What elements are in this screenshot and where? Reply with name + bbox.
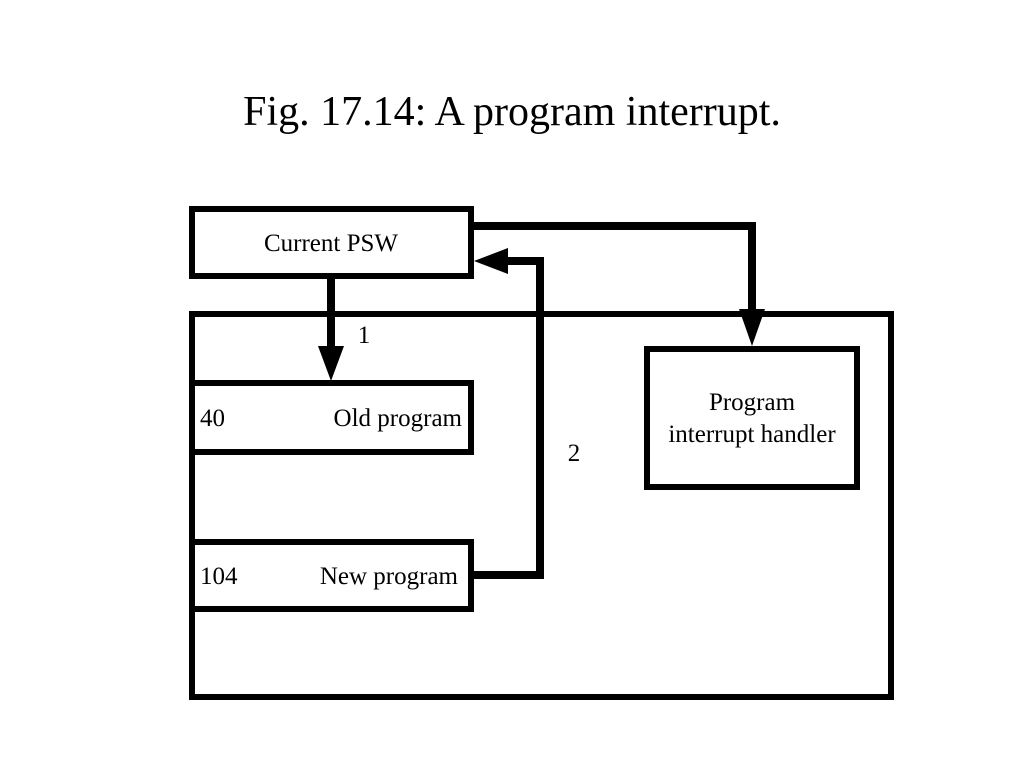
step-2-label: 2	[568, 440, 581, 467]
figure-title: Fig. 17.14: A program interrupt.	[243, 89, 781, 135]
new-program-box	[189, 539, 474, 612]
load-psw-arrow-path	[474, 257, 544, 579]
save-psw-arrowhead	[318, 346, 344, 381]
load-psw-arrowhead	[474, 248, 508, 274]
old-program-label: Old program	[334, 405, 463, 432]
interrupt-handler-line1: Program	[709, 389, 796, 416]
current-psw-box	[189, 206, 474, 279]
old-program-box	[189, 380, 474, 455]
handler-arrowhead	[739, 309, 765, 346]
old-program-address: 40	[200, 405, 225, 432]
handler-arrow-path	[474, 222, 756, 312]
interrupt-handler-box	[644, 346, 860, 490]
new-program-address: 104	[200, 563, 238, 590]
new-program-label: New program	[320, 563, 459, 590]
current-psw-label: Current PSW	[264, 230, 398, 257]
step-1-label: 1	[358, 322, 371, 349]
interrupt-handler-line2: interrupt handler	[668, 421, 836, 448]
